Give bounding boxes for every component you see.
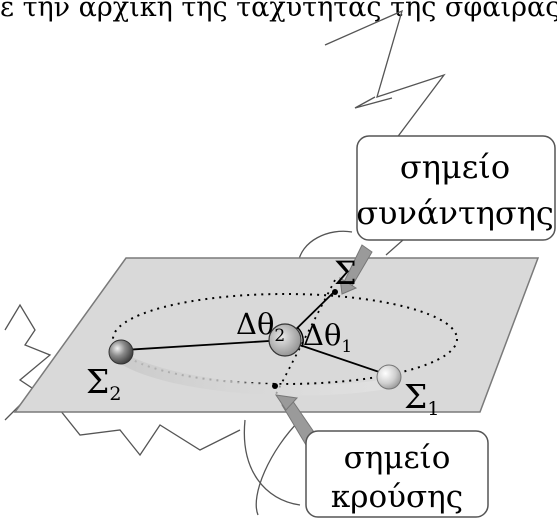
sigma1-label: Σ1 [404,377,439,420]
meeting-point-dot [332,289,338,295]
motion-trail [118,352,392,396]
sigma1-base: Σ [404,377,427,416]
radius-line-sigma2 [123,339,286,351]
dtheta2-base: Δθ [236,307,274,341]
sigma-meeting-label: Σ [334,254,357,292]
meeting-label-line2: συνάντησης [356,194,554,232]
sigma2-label: Σ2 [86,362,121,405]
sphere-sigma1 [376,364,402,390]
dtheta1-label: Δθ1 [303,318,352,357]
meeting-callout-box [356,135,556,241]
circular-path [112,293,458,385]
dtheta1-sub: 1 [341,337,352,357]
caption-text: ε την αρχική της ταχύτητας της σφαίρας [0,0,557,23]
collision-label-line1: σημείο [344,440,451,476]
meeting-arrowhead [339,277,358,295]
collision-arrowhead [274,394,299,411]
diameter-dotted-line [274,279,336,397]
dtheta2-sub: 2 [274,326,285,346]
sphere-sigma2 [108,339,134,365]
dtheta2-label: Δθ2 [236,307,285,346]
center-sphere [268,323,302,357]
sigma2-sub: 2 [109,383,121,405]
collision-callout-box [305,430,489,518]
collision-point-dot [272,383,278,389]
meeting-label-line1: σημείο [400,148,510,186]
angle-arc-1 [297,327,304,348]
sigma2-base: Σ [86,362,109,401]
sigma1-sub: 1 [427,398,439,420]
collision-label-line2: κρούσης [331,479,463,515]
dtheta1-base: Δθ [303,318,341,352]
